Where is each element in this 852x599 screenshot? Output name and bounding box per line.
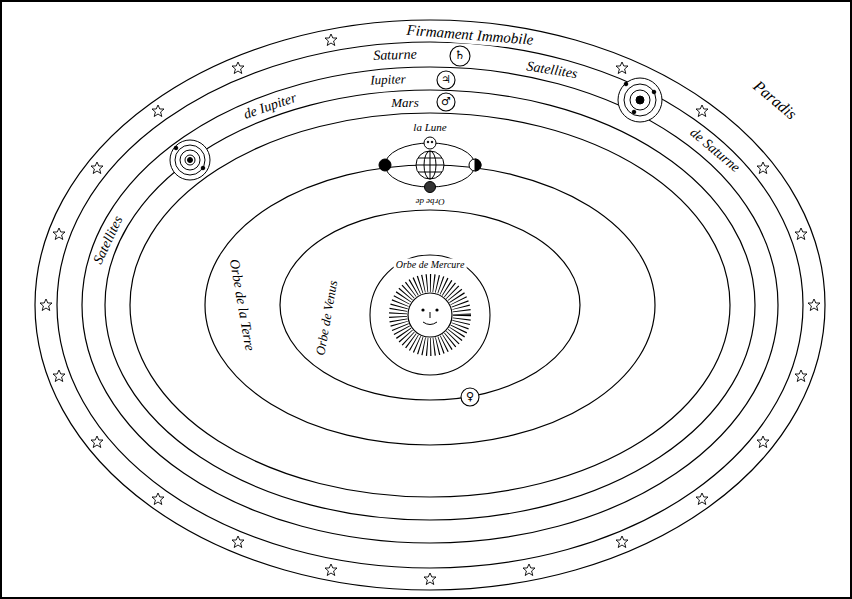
firmament-label: Firmament Immobile: [404, 22, 536, 49]
planet-symbol: ♀: [466, 391, 474, 403]
jupiter-satellites: [170, 140, 210, 180]
planet-name: Mars: [389, 96, 420, 110]
orbit-label: Orbe de: [413, 196, 446, 206]
saturn-satellites: [618, 78, 662, 122]
orbit-label: Orbe de la Terre: [226, 256, 258, 354]
fixed-stars: [40, 34, 820, 585]
orbit-label: Orbe de Venus: [313, 277, 341, 358]
planet-symbol: ♂: [441, 96, 451, 108]
planet-name: Iupiter: [368, 72, 408, 88]
orbit-label: Orbe de Mercure: [394, 259, 467, 270]
moon-label: la Lune: [411, 121, 448, 133]
earth-moon-system: [379, 137, 481, 193]
planet-symbol: ♄: [455, 49, 466, 62]
planet-name: Saturne: [371, 46, 419, 63]
planet-symbol: ♃: [441, 74, 451, 86]
orbits: [35, 20, 825, 590]
sun: [370, 255, 490, 375]
paradise-label: Paradis: [748, 76, 801, 125]
